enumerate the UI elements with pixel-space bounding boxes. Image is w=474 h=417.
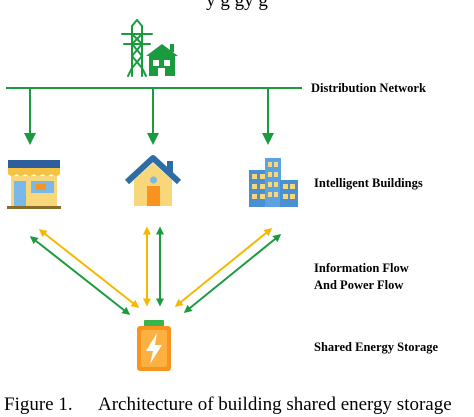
intelligent-buildings-label: Intelligent Buildings — [314, 176, 423, 190]
office-building-icon — [249, 158, 298, 207]
distribution-network-label: Distribution Network — [311, 81, 426, 95]
battery-bolt-icon — [137, 320, 171, 371]
figure-number: Figure 1. — [4, 394, 73, 415]
power-tower-house-icon — [121, 19, 178, 77]
flow-label-line1: Information Flow — [314, 261, 409, 275]
figure-title-fragment: y g gy g — [206, 0, 268, 11]
house-icon — [124, 155, 182, 206]
power-flow-arrow-shop — [29, 236, 131, 315]
shared-storage-label: Shared Energy Storage — [314, 340, 439, 354]
shop-icon — [7, 160, 61, 209]
information-flow-arrow-shop — [38, 229, 140, 308]
flow-label-line2: And Power Flow — [314, 278, 403, 292]
information-flow-arrow-office — [174, 228, 273, 307]
power-flow-arrow-office — [183, 234, 282, 313]
figure-caption: Architecture of building shared energy s… — [98, 394, 452, 415]
